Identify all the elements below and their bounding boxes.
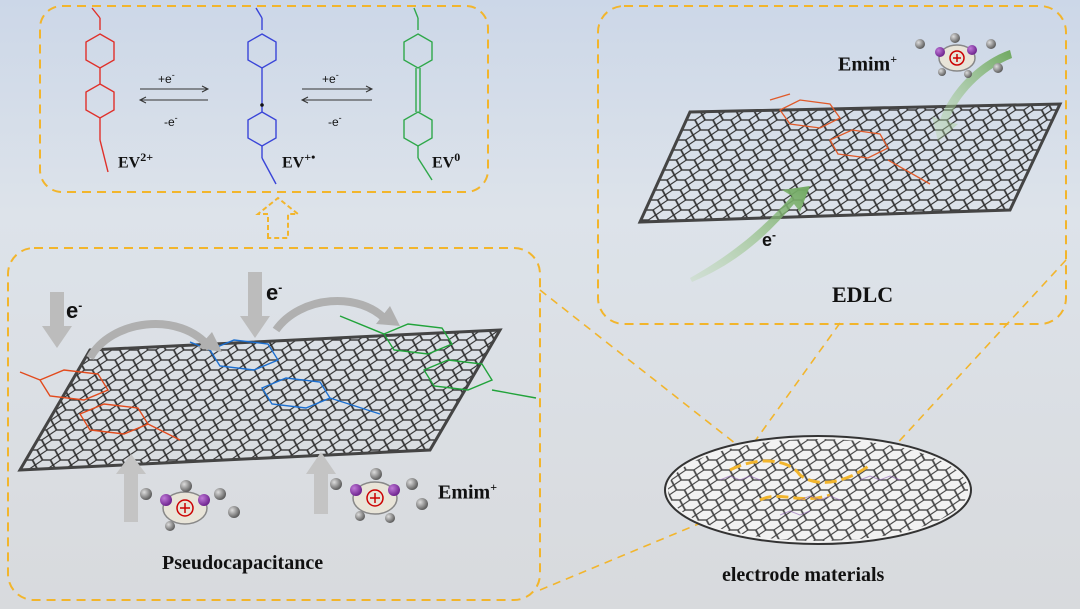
label-ev-radical: EV+• <box>282 150 316 172</box>
label-ev-neutral: EV0 <box>432 150 461 172</box>
label-edlc: EDLC <box>832 282 894 307</box>
emim-molecule-1 <box>140 480 240 531</box>
ev2plus-structure <box>85 7 115 173</box>
redox-arrows <box>138 85 374 104</box>
cation-up-arrows <box>116 452 336 522</box>
electrode-disc <box>664 435 972 545</box>
label-minus-e-right: -e- <box>328 113 342 129</box>
emim-molecule-2 <box>330 468 428 523</box>
label-electron-edlc: e- <box>762 228 777 250</box>
label-ev2plus: EV2+ <box>118 150 154 172</box>
curved-arrow-right <box>272 296 392 333</box>
electron-arrow-edlc <box>690 186 810 282</box>
electron-down-arrows <box>42 272 270 348</box>
label-emim-edlc: Emim+ <box>838 52 898 76</box>
label-plus-e-left: +e- <box>158 70 175 86</box>
label-electrode-materials: electrode materials <box>722 564 885 586</box>
edlc-panel <box>597 5 1067 325</box>
curved-arrow-left <box>86 320 214 361</box>
emim-molecule-edlc <box>915 33 1003 78</box>
pseudocapacitance-panel <box>7 247 541 601</box>
label-pseudocapacitance: Pseudocapacitance <box>162 552 324 574</box>
label-emim-pseudo: Emim+ <box>438 480 498 504</box>
ev-neutral-structure <box>403 7 433 181</box>
label-electron-left: e- <box>66 298 83 323</box>
edlc-graphene-sheet <box>637 93 1063 224</box>
label-electron-right: e- <box>266 280 283 305</box>
hollow-up-arrow <box>255 196 301 239</box>
pseudo-graphene-sheet <box>17 315 537 472</box>
cation-arrow-edlc <box>932 50 1012 142</box>
viologen-redox-panel <box>39 5 489 193</box>
label-plus-e-right: +e- <box>322 70 339 86</box>
ev-radical-structure <box>247 7 277 185</box>
label-minus-e-left: -e- <box>164 113 178 129</box>
